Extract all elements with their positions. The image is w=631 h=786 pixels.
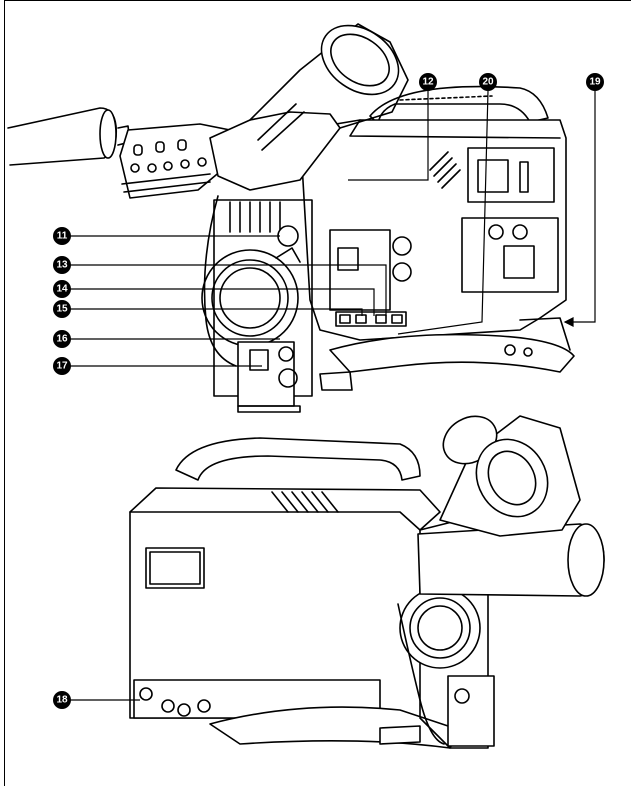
svg-text:11: 11 [57,231,68,242]
dial-b [512,224,528,240]
front-grille [229,201,281,233]
rear-connector-1 [139,687,153,701]
callout-20: 20 [479,73,497,91]
rear-microphone [417,523,605,597]
callout-18: 18 [53,691,71,709]
rear-cable [397,603,445,745]
rear-window [145,547,205,589]
speaker-grille [429,151,461,189]
level-knob-1 [392,236,412,256]
rear-handle [175,437,421,481]
leader-12 [348,91,429,181]
focus-knob [277,225,299,247]
svg-text:17: 17 [56,361,68,372]
svg-text:12: 12 [422,77,434,88]
callout-14: 14 [53,280,71,298]
rear-lower-grip [447,675,495,747]
level-knob-2 [392,262,412,282]
leader-13 [70,264,387,316]
callout-15: 15 [53,300,71,318]
switch-row [335,311,407,327]
lcd-display [477,159,509,193]
callout-11: 11 [53,227,71,245]
page-frame-left [4,0,5,786]
dial-a [488,224,504,240]
front-audio-panel [119,123,231,199]
svg-text:14: 14 [56,284,68,295]
callout-12: 12 [419,73,437,91]
svg-text:15: 15 [56,304,68,315]
camcorder-rear-view [129,415,605,749]
leader-15 [70,308,363,316]
svg-text:16: 16 [56,334,68,345]
svg-text:13: 13 [56,260,68,271]
cable [203,195,237,367]
callout-19: 19 [586,73,604,91]
leader-14 [70,288,375,316]
lens-mount [201,247,301,347]
svg-text:18: 18 [56,695,68,706]
top-handle [369,85,549,125]
callout-17: 17 [53,357,71,375]
callout-13: 13 [53,256,71,274]
svg-text:19: 19 [589,77,601,88]
shoulder-pad [329,333,575,373]
camcorder-left-view [7,23,575,413]
rear-viewfinder [439,415,581,537]
lower-grip [237,341,295,407]
rear-lens-mount [399,587,481,669]
callout-16: 16 [53,330,71,348]
cooling-ribs [271,491,339,513]
viewfinder [209,23,409,191]
leader-20 [397,90,489,335]
page-frame-top [4,0,631,1]
svg-text:20: 20 [482,77,494,88]
leader-19 [565,91,596,323]
